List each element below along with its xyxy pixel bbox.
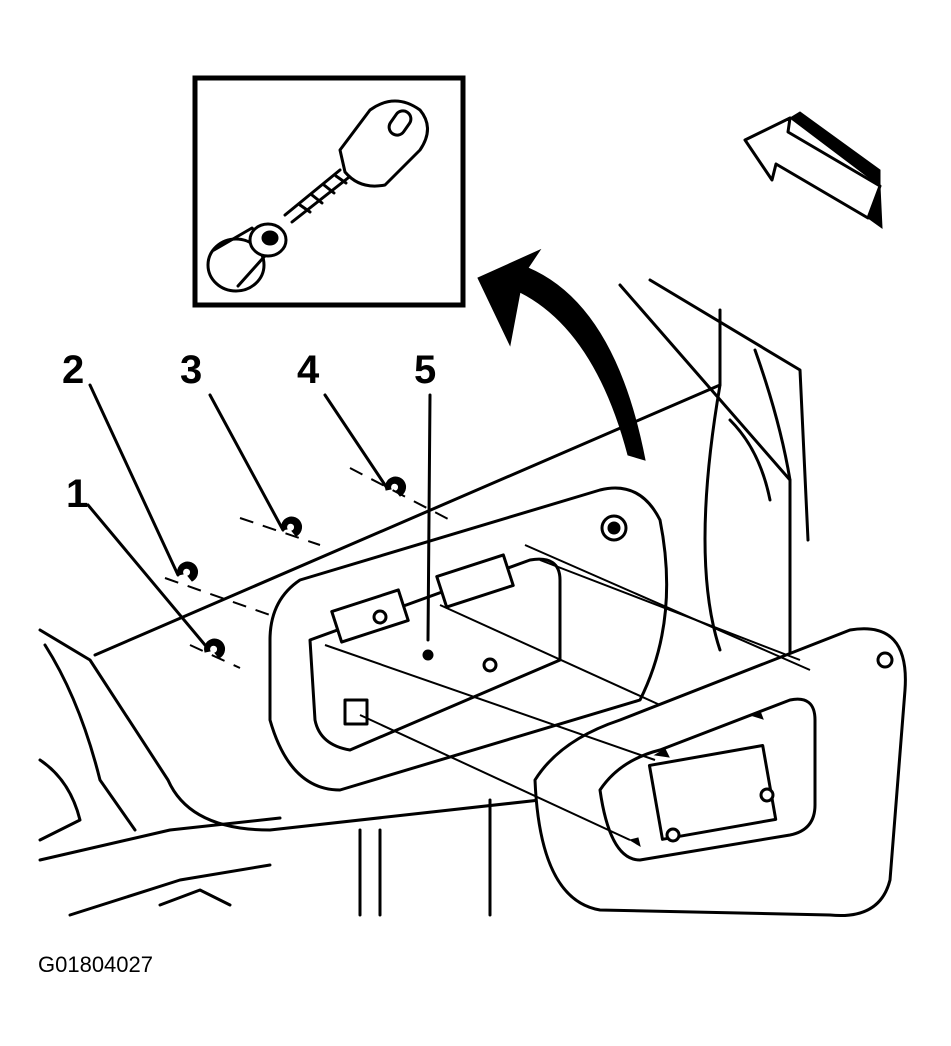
- callout-3: 3: [180, 348, 203, 392]
- callout-leaders: [86, 383, 432, 647]
- key-and-lock-cylinder-icon: [206, 99, 429, 293]
- trunk-lid-body: [38, 278, 810, 917]
- callout-2: 2: [62, 348, 85, 392]
- vehicle-front-direction-arrow-icon: [743, 111, 883, 230]
- license-garnish-panel: [533, 627, 907, 918]
- key-lock-inset: [192, 75, 466, 308]
- figure-id: G01804027: [38, 952, 153, 977]
- callout-5: 5: [414, 348, 437, 392]
- alignment-lines: [324, 544, 811, 841]
- curved-removal-arrow-icon: [477, 248, 646, 461]
- callout-4: 4: [297, 348, 320, 392]
- clips: [164, 467, 451, 669]
- callout-1: 1: [66, 472, 89, 516]
